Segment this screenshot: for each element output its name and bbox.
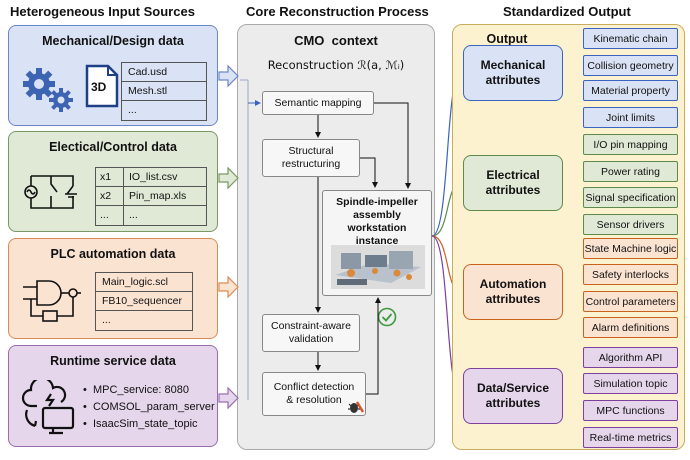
mechanical-source-title: Mechanical/Design data: [42, 34, 184, 48]
mechanical-source-box: Mechanical/Design data 3D: [8, 25, 218, 126]
output-title: Output: [486, 32, 528, 46]
3d-file-label: 3D: [91, 80, 107, 94]
gears-icon: [19, 64, 79, 116]
plc-source-title: PLC automation data: [50, 247, 176, 261]
workstation-image: [331, 245, 425, 289]
right-header: Standardized Output: [503, 4, 631, 19]
runtime-source-box: Runtime service data • MPC_service: 8080…: [8, 345, 218, 447]
left-header: Heterogeneous Input Sources: [10, 4, 195, 19]
leaf-kinematic-chain: Kinematic chain: [583, 28, 678, 49]
leaf-joint-limits: Joint limits: [583, 107, 678, 128]
plc-source-box: PLC automation data Main_logic.scl FB10_…: [8, 238, 218, 339]
leaf-sensor-drivers: Sensor drivers: [583, 214, 678, 235]
leaf-state-machine-logic: State Machine logic: [583, 238, 678, 259]
leaf-safety-interlocks: Safety interlocks: [583, 264, 678, 285]
leaf-simulation-topic: Simulation topic: [583, 373, 678, 394]
table-row: x2 Pin_map.xls: [96, 187, 206, 206]
runtime-service-item: • COMSOL_param_server: [83, 401, 215, 413]
electrical-file-table: x1 IO_list.csv x2 Pin_map.xls ......: [95, 167, 207, 226]
center-header: Core Reconstruction Process: [246, 4, 429, 19]
row-file: Pin_map.xls: [129, 190, 187, 202]
file-item: FB10_sequencer: [96, 292, 192, 311]
mechanical-attributes: Mechanical attributes: [463, 45, 563, 101]
runtime-service-text: IsaacSim_state_topic: [92, 418, 198, 430]
table-row: ......: [96, 206, 206, 225]
electrical-source-box: Electical/Control data x1 IO_list.csv x2 P…: [8, 131, 218, 232]
cmo-context-title: CMO context: [294, 33, 378, 48]
electrical-attributes: Electrical attributes: [463, 155, 563, 211]
conflict-resolution-step: Conflict detection & resolution: [262, 372, 366, 416]
leaf-signal-specification: Signal specification: [583, 187, 678, 208]
constraint-validation-step: Constraint-aware validation: [262, 314, 360, 352]
row-file: ...: [129, 209, 138, 221]
leaf-control-parameters: Control parameters: [583, 291, 678, 312]
leaf-power-rating: Power rating: [583, 161, 678, 182]
leaf-material-property: Material property: [583, 80, 678, 101]
runtime-service-text: COMSOL_param_server: [92, 401, 215, 413]
plc-file-list: Main_logic.scl FB10_sequencer ...: [95, 272, 193, 331]
logic-gate-icon: [21, 277, 83, 325]
circuit-icon: [21, 170, 83, 214]
leaf-alarm-definitions: Alarm definitions: [583, 317, 678, 338]
electrical-source-title: Electical/Control data: [49, 140, 177, 154]
leaf-algorithm-api: Algorithm API: [583, 347, 678, 368]
bug-fix-icon: [345, 396, 365, 416]
leaf-collision-geometry: Collision geometry: [583, 55, 678, 76]
row-index: x2: [96, 187, 124, 205]
leaf-io-pin-mapping: I/O pin mapping: [583, 134, 678, 155]
reconstruction-formula: Reconstruction ℛ(a, ℳᵢ): [267, 58, 405, 72]
row-index: ...: [96, 206, 124, 225]
instance-title: Spindle-impeller assembly workstation in…: [336, 196, 418, 248]
row-index: x1: [96, 168, 124, 186]
file-item: Mesh.stl: [122, 82, 206, 101]
leaf-mpc-functions: MPC functions: [583, 400, 678, 421]
data-service-attributes: Data/Service attributes: [463, 368, 563, 424]
runtime-source-title: Runtime service data: [50, 354, 176, 368]
runtime-service-item: • IsaacSim_state_topic: [83, 418, 198, 430]
instance-box: Spindle-impeller assembly workstation in…: [322, 190, 432, 296]
table-row: x1 IO_list.csv: [96, 168, 206, 187]
file-item: Main_logic.scl: [96, 273, 192, 292]
structural-restructuring-step: Structural restructuring: [262, 139, 360, 177]
file-item: ...: [128, 104, 137, 116]
row-file: IO_list.csv: [129, 171, 178, 183]
file-item: ...: [102, 314, 111, 326]
semantic-mapping-step: Semantic mapping: [262, 91, 374, 115]
mechanical-file-list: Cad.usd Mesh.stl ...: [121, 62, 207, 121]
leaf-real-time-metrics: Real-time metrics: [583, 427, 678, 448]
automation-attributes: Automation attributes: [463, 264, 563, 320]
file-item: Cad.usd: [122, 63, 206, 82]
3d-file-icon: 3D: [85, 64, 119, 108]
runtime-service-item: • MPC_service: 8080: [83, 384, 189, 396]
runtime-service-text: MPC_service: 8080: [92, 384, 189, 396]
